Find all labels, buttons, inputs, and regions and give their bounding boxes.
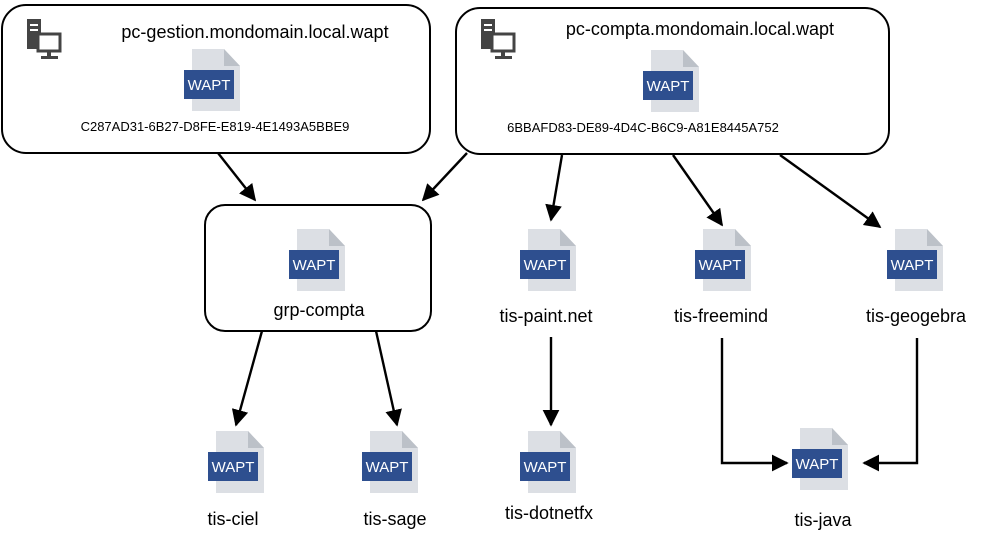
package-label: tis-geogebra (866, 306, 967, 326)
wapt-package-icon: WAPT (184, 49, 240, 111)
package-node-tis-sage: WAPT tis-sage (362, 431, 427, 529)
host-uuid: 6BBAFD83-DE89-4D4C-B6C9-A81E8445A752 (507, 120, 779, 135)
package-node-tis-freemind: WAPT tis-freemind (674, 229, 768, 326)
wapt-badge-text: WAPT (891, 257, 934, 274)
package-node-tis-java: WAPT tis-java (792, 428, 852, 530)
wapt-package-icon: WAPT (362, 431, 418, 493)
wapt-badge-text: WAPT (647, 78, 690, 95)
edge-pc-gestion-to-grp-compta (217, 152, 257, 202)
wapt-badge-text: WAPT (524, 257, 567, 274)
package-label: tis-freemind (674, 306, 768, 326)
host-node-pc-gestion: pc-gestion.mondomain.local.wapt WAPT C28… (1, 4, 431, 154)
edge-grp-compta-to-tis-ciel (231, 330, 264, 427)
edge-tis-geogebra-to-tis-java (862, 338, 919, 472)
wapt-package-icon: WAPT (520, 431, 576, 493)
wapt-package-icon: WAPT (792, 428, 848, 490)
wapt-package-icon: WAPT (289, 229, 345, 291)
wapt-package-icon: WAPT (695, 229, 751, 291)
host-name: pc-compta.mondomain.local.wapt (566, 19, 834, 39)
wapt-badge-text: WAPT (212, 459, 255, 476)
edge-pc-compta-to-grp-compta (421, 152, 468, 202)
host-node-pc-compta: pc-compta.mondomain.local.wapt WAPT 6BBA… (455, 7, 890, 155)
package-label: tis-dotnetfx (505, 503, 593, 523)
package-node-tis-dotnetfx: WAPT tis-dotnetfx (505, 431, 593, 523)
edges (217, 152, 919, 472)
wapt-badge-text: WAPT (293, 257, 336, 274)
host-uuid: C287AD31-6B27-D8FE-E819-4E1493A5BBE9 (81, 119, 350, 134)
wapt-badge-text: WAPT (796, 456, 839, 473)
edge-pc-compta-to-tis-freemind (672, 154, 723, 227)
edge-grp-compta-to-tis-sage (374, 330, 402, 427)
package-label: tis-paint.net (499, 306, 592, 326)
package-label: tis-java (794, 510, 852, 530)
wapt-badge-text: WAPT (188, 77, 231, 94)
wapt-package-icon: WAPT (887, 229, 943, 291)
wapt-badge-text: WAPT (524, 459, 567, 476)
edge-pc-compta-to-tis-geogebra (779, 154, 882, 228)
wapt-package-icon: WAPT (643, 50, 699, 112)
host-name: pc-gestion.mondomain.local.wapt (121, 22, 388, 42)
package-node-tis-geogebra: WAPT tis-geogebra (866, 229, 967, 326)
package-label: grp-compta (273, 300, 365, 320)
wapt-package-icon: WAPT (520, 229, 576, 291)
wapt-badge-text: WAPT (366, 459, 409, 476)
wapt-package-icon: WAPT (208, 431, 264, 493)
edge-pc-compta-to-tis-paint-net (545, 154, 564, 222)
package-node-tis-paint-net: WAPT tis-paint.net (499, 229, 593, 326)
package-node-tis-ciel: WAPT tis-ciel (207, 431, 264, 529)
package-label: tis-sage (363, 509, 426, 529)
edge-tis-freemind-to-tis-java (720, 338, 789, 472)
package-node-grp-compta: WAPT grp-compta (204, 204, 432, 332)
wapt-badge-text: WAPT (699, 257, 742, 274)
package-label: tis-ciel (207, 509, 258, 529)
